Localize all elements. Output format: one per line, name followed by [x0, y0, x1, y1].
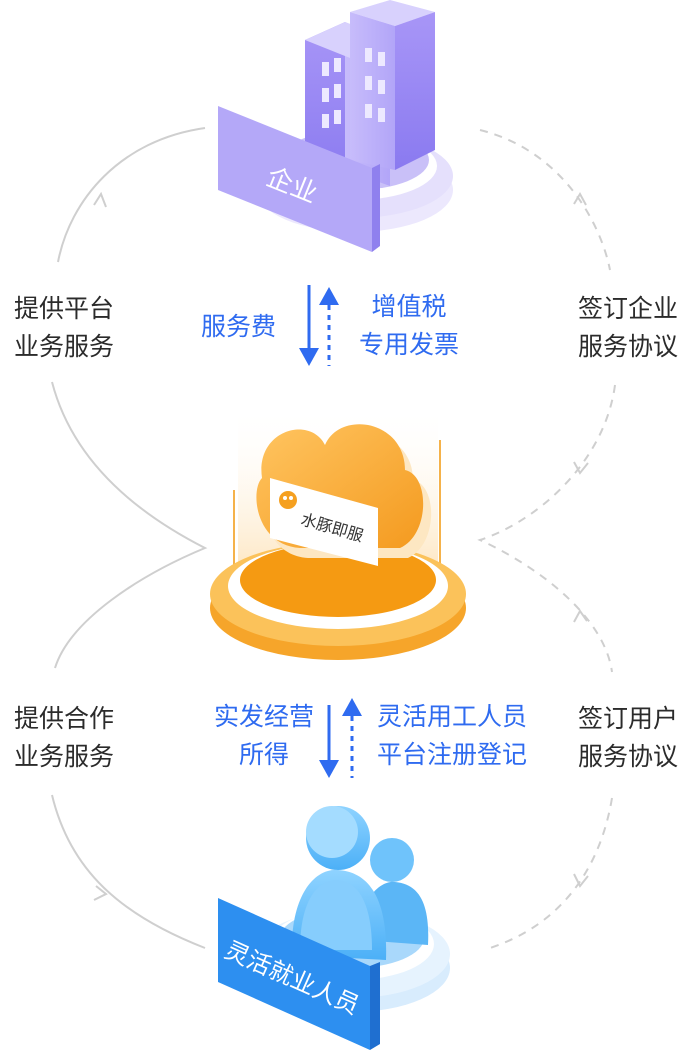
arrow-up-icon: [319, 287, 339, 305]
vat-invoice-line-1: 增值税: [371, 292, 447, 321]
chevron-down-icon: [573, 461, 589, 475]
left-mid-connector: [51, 381, 208, 669]
people-icon: [291, 806, 429, 960]
left-bottom-connector: [51, 794, 206, 949]
workers-sign: [218, 898, 380, 1050]
left-top-connector: [57, 127, 206, 263]
vat-invoice-line-2: 专用发票: [358, 330, 459, 359]
income-line-1: 实发经营: [213, 702, 314, 731]
arrow-down-icon: [319, 760, 339, 778]
flow-arrows-top: [299, 285, 339, 366]
service-fee-label: 服务费: [201, 312, 277, 341]
enterprise-sign: [218, 106, 380, 252]
workers-node: [218, 806, 450, 1050]
flow-arrows-bottom: [319, 698, 362, 778]
enterprise-node: [218, 0, 453, 252]
right-top-label: 签订企业 服务协议: [578, 290, 678, 366]
chevron-up-icon: [93, 191, 107, 208]
chevron-down-icon: [573, 873, 589, 888]
vat-invoice-label: 增值税 专用发票: [345, 288, 473, 364]
connector-arrowheads: [93, 191, 589, 901]
registration-label: 灵活用工人员 平台注册登记: [366, 698, 538, 774]
right-top-line-2: 服务协议: [578, 332, 679, 361]
left-top-line-2: 业务服务: [14, 332, 115, 361]
platform-node: [210, 405, 466, 660]
registration-line-1: 灵活用工人员: [376, 702, 527, 731]
right-mid-connector: [477, 384, 616, 673]
chevron-up-icon: [573, 191, 587, 206]
chevron-up-icon: [573, 609, 588, 623]
left-bottom-line-1: 提供合作: [14, 704, 115, 733]
building-icon: [305, 0, 435, 186]
right-bottom-label: 签订用户 服务协议: [578, 700, 678, 776]
right-bottom-line-2: 服务协议: [578, 742, 679, 771]
connector-lines: [51, 127, 616, 949]
right-top-line-1: 签订企业: [578, 294, 679, 323]
arrow-up-icon: [342, 698, 362, 716]
left-bottom-label: 提供合作 业务服务: [14, 700, 114, 776]
right-top-connector: [479, 129, 611, 271]
income-label: 实发经营 所得: [205, 698, 323, 774]
income-line-2: 所得: [238, 740, 289, 769]
left-top-label: 提供平台 业务服务: [14, 290, 114, 366]
platform-badge: [270, 478, 378, 566]
arrow-down-icon: [299, 348, 319, 366]
left-bottom-line-2: 业务服务: [14, 742, 115, 771]
registration-line-2: 平台注册登记: [376, 740, 527, 769]
logo-icon: [279, 491, 297, 509]
chevron-down-icon: [93, 885, 108, 901]
right-bottom-connector: [489, 797, 613, 949]
right-bottom-line-1: 签订用户: [578, 704, 679, 733]
left-top-line-1: 提供平台: [14, 294, 115, 323]
